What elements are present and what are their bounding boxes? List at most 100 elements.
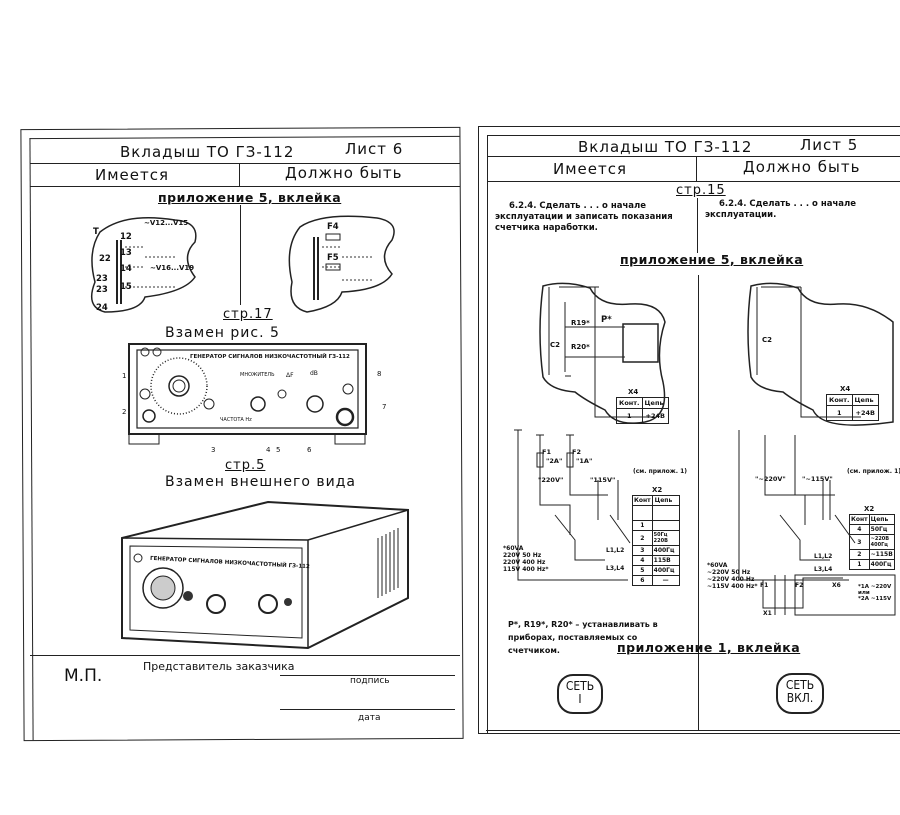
- panel-label: ΔF: [286, 372, 294, 379]
- right-sheet: [478, 126, 900, 734]
- label-x6: X6: [832, 582, 841, 589]
- cell: 50Гц: [868, 524, 895, 535]
- cell: 400Гц: [651, 565, 680, 576]
- signature-line: [280, 675, 455, 676]
- representative-label: Представитель заказчика: [143, 660, 295, 673]
- label-14: 14: [120, 264, 132, 274]
- section-title: приложение 1, вклейка: [617, 640, 801, 655]
- label-f2-value: "1A": [576, 457, 593, 465]
- page-ref: стр.17: [223, 307, 273, 322]
- cell: 1: [826, 405, 853, 421]
- divider: [488, 181, 900, 182]
- divider: [486, 730, 900, 731]
- sheet-title: Вкладыш ТО ГЗ-112: [578, 138, 753, 156]
- cell: 1: [632, 520, 653, 531]
- label-x1: X1: [763, 610, 772, 617]
- cell: 2: [849, 549, 870, 560]
- button-text: ВКЛ.: [786, 691, 814, 705]
- cell: 4: [849, 524, 870, 535]
- label-23: 23: [96, 274, 108, 284]
- power-rating: *60VA ~220V 50 Hz ~220V 400 Hz ~115V 400…: [707, 562, 758, 590]
- label-24: 24: [96, 303, 108, 313]
- label-f1: F1: [760, 582, 769, 589]
- cell: 1: [616, 408, 643, 424]
- panel-label: МНОЖИТЕЛЬ: [240, 372, 275, 378]
- cell: Цепь: [851, 394, 879, 406]
- label-22: 22: [99, 254, 111, 264]
- label-15: 15: [120, 282, 132, 292]
- label-see-appendix: (см. прилож. 1): [847, 468, 900, 475]
- panel-label: dB: [310, 370, 318, 377]
- date-label: дата: [358, 713, 381, 723]
- cell: Конт.: [616, 397, 643, 409]
- x4-label: X4: [840, 385, 851, 393]
- panel-title: ГЕНЕРАТОР СИГНАЛОВ НИЗКОЧАСТОТНЫЙ ГЗ-112: [190, 354, 350, 360]
- divider: [30, 163, 460, 164]
- label-f2: F2: [572, 448, 581, 456]
- label-115v: "~115V": [802, 475, 833, 483]
- cell: Конт.: [826, 394, 853, 406]
- signature-label: подпись: [350, 676, 390, 686]
- label-v1: ~V12...V15: [144, 219, 189, 227]
- sheet-title: Вкладыш ТО ГЗ-112: [120, 143, 295, 161]
- cell: +24В: [641, 408, 669, 424]
- front-panel-drawing: [128, 343, 367, 445]
- column-should-be: Должно быть: [743, 158, 861, 176]
- cell: —: [651, 575, 680, 586]
- x2-label: X2: [864, 505, 875, 513]
- page-ref: стр.5: [225, 458, 266, 473]
- label-f1: F1: [542, 448, 551, 456]
- label-13: 13: [120, 248, 132, 258]
- panel-label: ЧАСТОТА Hz: [220, 417, 252, 423]
- label-220v: "~220V": [755, 475, 786, 483]
- cell: 1: [849, 559, 870, 570]
- cell: Цепь: [651, 495, 680, 506]
- text-existing: 6.2.4. Сделать . . . о начале эксплуатац…: [495, 201, 673, 233]
- section-title: приложение 5, вклейка: [620, 252, 804, 267]
- x4-table-new: Конт.Цепь 1+24В: [826, 394, 879, 421]
- fuse-note: *1A ~220V или *2A ~115V: [858, 584, 892, 602]
- power-rating: *60VA 220V 50 Hz 220V 400 Hz 115V 400 Hz…: [503, 545, 549, 573]
- cell: 50Гц 220В: [651, 530, 680, 546]
- button-text: СЕТЬ: [565, 679, 595, 693]
- replace-caption: Взамен внешнего вида: [165, 474, 356, 490]
- cell: 3: [849, 534, 870, 550]
- sheet-number: Лист 6: [345, 140, 404, 158]
- divider: [698, 275, 699, 730]
- cell: 5: [632, 565, 653, 576]
- replace-caption: Взамен рис. 5: [165, 325, 280, 341]
- cell: 115В: [651, 555, 680, 566]
- cell: [651, 520, 680, 531]
- cell: 3: [632, 545, 653, 556]
- callout-6: 6: [307, 446, 312, 454]
- page-ref: стр.15: [676, 183, 726, 198]
- callout-5: 5: [276, 446, 281, 454]
- cell: ~220В 400Гц: [868, 534, 895, 550]
- label-c2: C2: [762, 336, 773, 344]
- column-existing: Имеется: [553, 160, 628, 178]
- callout-1: 1: [122, 372, 127, 380]
- divider: [239, 163, 240, 186]
- x2-label: X2: [652, 486, 663, 494]
- label-r20: R20*: [571, 343, 590, 351]
- power-button-new: СЕТЬ ВКЛ.: [776, 673, 824, 714]
- label-l12: L1,L2: [606, 547, 625, 554]
- label-f1-value: "2A": [546, 457, 563, 465]
- button-text: I: [578, 692, 582, 706]
- callout-4: 4: [266, 446, 271, 454]
- power-wiring-old: [514, 429, 631, 581]
- label-p: P*: [601, 315, 612, 325]
- section-title: приложение 5, вклейка: [158, 190, 342, 205]
- label-c2: C2: [550, 341, 561, 349]
- x4-table-old: Конт.Цепь 1+24В: [616, 397, 669, 424]
- cell: ~115В: [868, 549, 895, 560]
- label-f5: F5: [327, 253, 339, 263]
- label-t: T: [93, 227, 99, 237]
- column-should-be: Должно быть: [285, 164, 403, 182]
- callout-8: 8: [377, 370, 382, 378]
- transformer-schematic-old: [90, 217, 197, 313]
- column-existing: Имеется: [95, 166, 170, 184]
- cell: Цепь: [641, 397, 669, 409]
